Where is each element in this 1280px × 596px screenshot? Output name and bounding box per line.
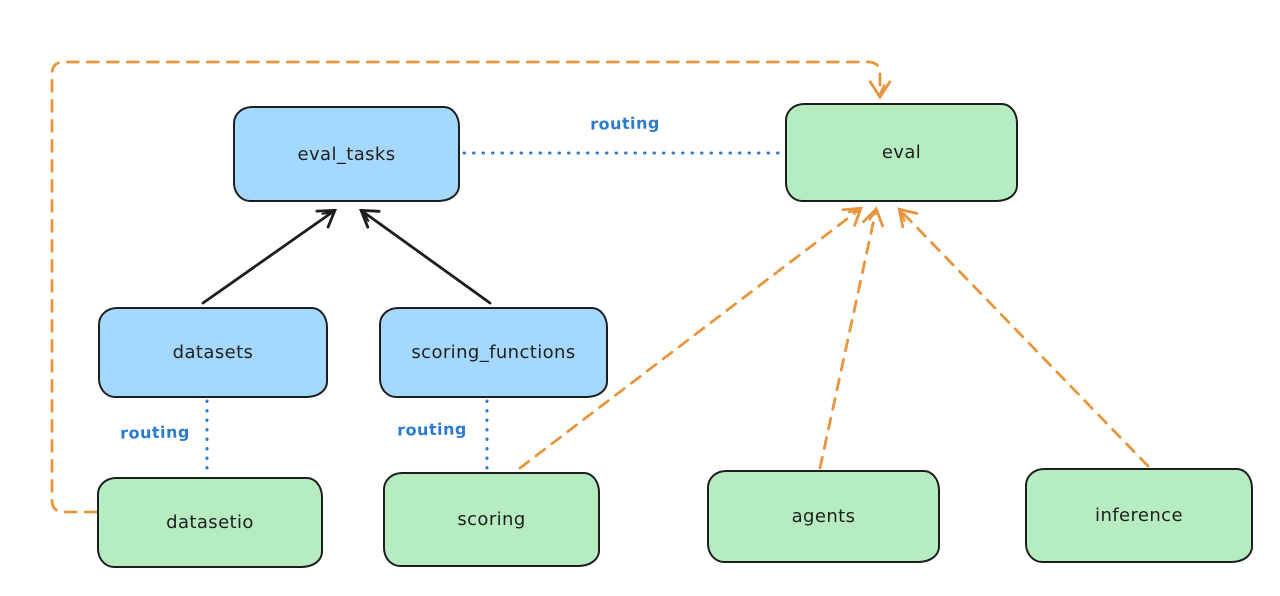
edge-scoring-to-eval [518, 209, 860, 470]
node-inference[interactable]: inference [1025, 468, 1253, 563]
node-agents[interactable]: agents [707, 470, 940, 563]
node-scoring-label: scoring [457, 509, 526, 530]
edge-label-routing-datasets-datasetio: routing [119, 422, 191, 443]
node-inference-label: inference [1095, 505, 1183, 526]
node-agents-label: agents [791, 506, 856, 527]
edge-label-routing-eval-tasks-eval: routing [589, 113, 661, 134]
node-datasetio[interactable]: datasetio [97, 477, 323, 568]
node-scoring-functions-label: scoring_functions [411, 342, 576, 363]
node-eval-label: eval [881, 142, 922, 163]
edge-scoring-functions-to-eval-tasks [362, 211, 492, 305]
edge-agents-to-eval [818, 210, 876, 470]
node-eval-tasks-label: eval_tasks [297, 143, 396, 165]
node-datasets[interactable]: datasets [98, 307, 328, 398]
edge-datasetio-to-eval-loop [50, 60, 880, 514]
node-datasetio-label: datasetio [166, 512, 254, 533]
node-scoring-functions[interactable]: scoring_functions [379, 307, 608, 398]
edge-inference-to-eval [900, 210, 1150, 468]
edge-datasets-to-eval-tasks [201, 211, 334, 305]
edge-label-routing-scoring-functions-scoring: routing [396, 419, 468, 440]
node-eval-tasks[interactable]: eval_tasks [233, 106, 460, 202]
node-eval[interactable]: eval [785, 103, 1018, 202]
node-datasets-label: datasets [172, 342, 254, 363]
node-scoring[interactable]: scoring [383, 472, 600, 567]
